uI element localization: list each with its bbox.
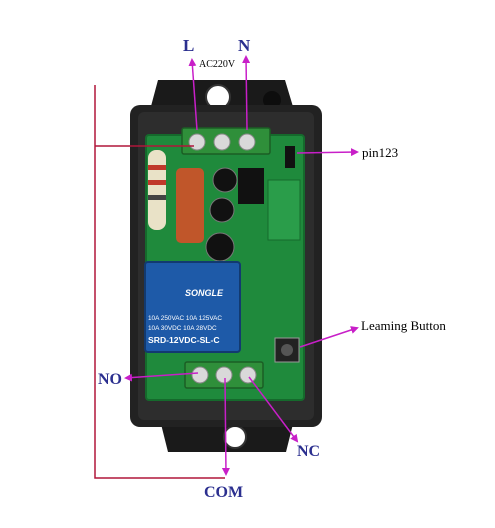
pin-header	[285, 146, 295, 168]
load-wire	[94, 85, 225, 479]
label-N: N	[238, 36, 251, 55]
ic-chip	[238, 168, 264, 204]
label-learning-button: Leaming Button	[361, 318, 446, 333]
label-NC: NC	[297, 443, 320, 460]
relay-model: SRD-12VDC-SL-C	[148, 335, 220, 345]
resistor	[148, 150, 166, 230]
relay-rating-line2: 10A 30VDC 10A 28VDC	[148, 325, 217, 332]
relay-brand: SONGLE	[185, 288, 224, 298]
label-NO: NO	[98, 371, 122, 388]
relay-rating-line1: 10A 250VAC 10A 125VAC	[148, 315, 222, 322]
rf-module	[267, 179, 301, 241]
terminal-block-bottom	[184, 361, 264, 389]
annotation-arrows	[124, 55, 359, 476]
capacitors	[176, 167, 238, 262]
learning-button-part	[274, 337, 300, 363]
label-COM: COM	[204, 484, 243, 501]
label-ac220v: AC220V	[199, 59, 236, 70]
label-L: L	[183, 36, 194, 55]
relay: SONGLE 10A 250VAC 10A 125VAC 10A 30VDC 1…	[144, 261, 241, 353]
terminal-block-top	[181, 127, 271, 155]
label-pin123: pin123	[362, 145, 398, 160]
